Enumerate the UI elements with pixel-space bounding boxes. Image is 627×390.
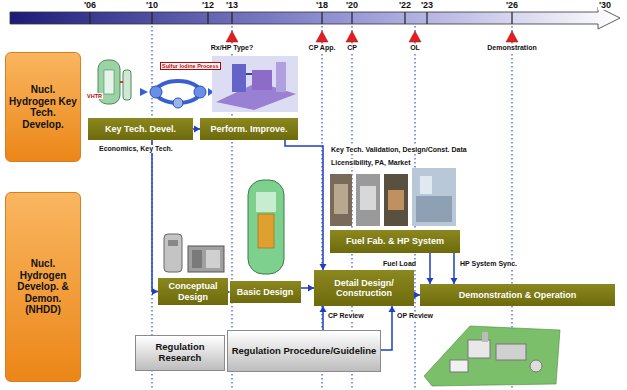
regulation-box: Regulation Procedure/Guideline	[227, 330, 381, 372]
flow-arrow	[301, 285, 315, 292]
flow-arrow	[285, 140, 327, 270]
arrow-line	[285, 140, 323, 270]
figure-label: VHTR	[86, 93, 103, 99]
flow-arrow	[320, 306, 327, 330]
plant-render	[212, 56, 298, 112]
year-label: '06	[83, 0, 97, 10]
note-label: Licensibility, PA, Market	[330, 159, 412, 167]
year-label: '20	[345, 0, 359, 10]
milestone-guides	[152, 26, 512, 388]
year-label: '26	[505, 0, 519, 10]
flow-arrow	[193, 126, 200, 133]
node-text: Fuel Fab. & HP System	[343, 236, 447, 246]
node-text: Regulation Procedure/Guideline	[229, 346, 380, 357]
milestone-label: Demonstration	[486, 44, 537, 52]
row-header: Nucl. Hydrogen Develop. & Demon. (NHDD)	[5, 192, 81, 382]
year-label: '23	[420, 0, 434, 10]
task-box: Perform. Improve.	[200, 118, 298, 140]
arrow-head	[389, 306, 396, 312]
conceptual-design-images	[164, 234, 224, 272]
year-label: '30	[598, 0, 612, 10]
node-text: Basic Design	[234, 287, 297, 297]
validation-photos	[330, 168, 456, 226]
task-box: Conceptual Design	[158, 278, 228, 305]
note-label: Key Tech. Validation, Design/Const. Data	[330, 146, 468, 154]
regulation-box: Regulation Research	[135, 335, 225, 371]
arrow-line	[152, 140, 158, 292]
node-text: Demonstration & Operation	[456, 290, 580, 300]
task-box: Basic Design	[230, 281, 301, 303]
milestone-label: CP App.	[308, 44, 337, 52]
milestone-label: CP	[346, 44, 358, 52]
flow-arrow	[451, 253, 458, 284]
node-text: Detail Design/ Construction	[314, 278, 414, 299]
year-label: '10	[145, 0, 159, 10]
flow-arrow	[381, 306, 396, 350]
edge-label: CP Review	[327, 312, 365, 320]
note-label: Economics, Key Tech.	[98, 145, 174, 153]
node-text: Nucl. Hydrogen Key Tech. Develop.	[6, 84, 80, 130]
row-header: Nucl. Hydrogen Key Tech. Develop.	[5, 52, 81, 162]
node-text: Regulation Research	[136, 342, 224, 364]
arrow-head	[320, 306, 327, 312]
task-box: Detail Design/ Construction	[314, 270, 414, 306]
node-text: Conceptual Design	[158, 281, 228, 302]
demonstration-plant	[424, 326, 560, 386]
task-box: Key Tech. Devel.	[88, 118, 193, 140]
year-label: '18	[315, 0, 329, 10]
task-box: Demonstration & Operation	[420, 284, 615, 306]
flow-arrow	[427, 253, 434, 284]
milestone-label: OL	[409, 44, 421, 52]
node-text: Nucl. Hydrogen Develop. & Demon. (NHDD)	[6, 258, 80, 316]
edge-label: HP System Sync.	[459, 260, 518, 268]
edge-label: Fuel Load	[382, 260, 417, 268]
flow-arrow	[152, 140, 158, 295]
arrow-line	[381, 306, 392, 350]
figure-label: Sulfur Iodine Process	[160, 62, 221, 70]
year-label: '13	[225, 0, 239, 10]
edge-label: OP Review	[396, 312, 434, 320]
process-cycle	[140, 81, 214, 108]
milestone-label: Rx/HP Type?	[210, 44, 255, 52]
node-text: Key Tech. Devel.	[102, 124, 179, 134]
milestone-markers	[226, 31, 518, 42]
node-text: Perform. Improve.	[207, 124, 290, 134]
basic-design-reactor	[248, 180, 284, 274]
year-label: '22	[398, 0, 412, 10]
year-label: '12	[201, 0, 215, 10]
task-box: Fuel Fab. & HP System	[330, 230, 460, 253]
